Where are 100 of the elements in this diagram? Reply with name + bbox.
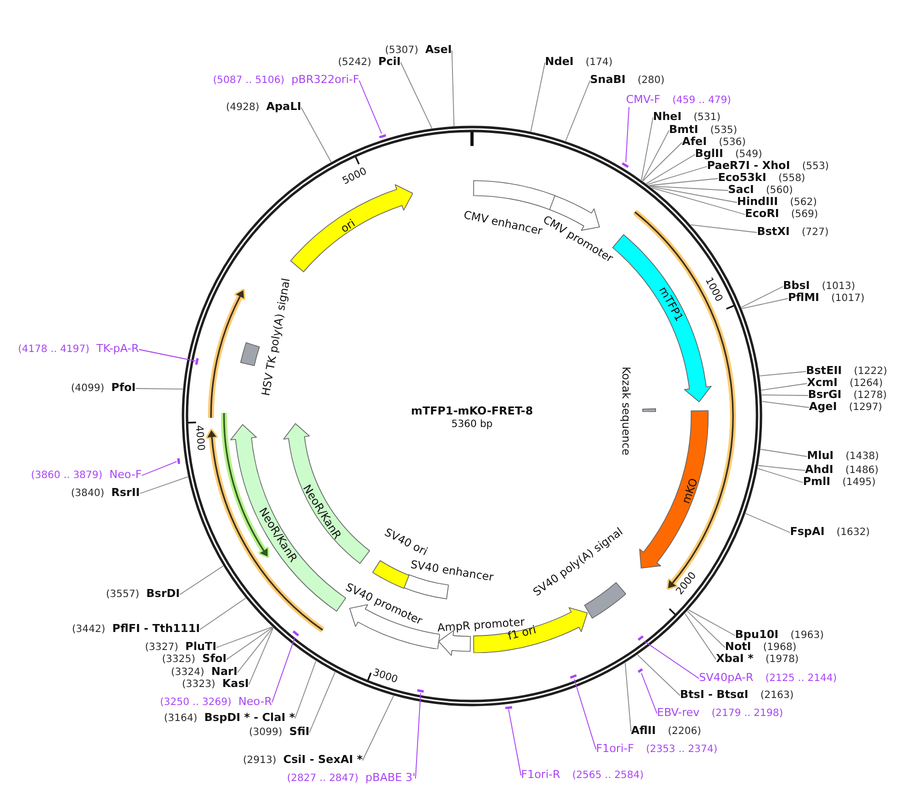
enzyme-name: NdeI [545,56,574,68]
plasmid-name: mTFP1-mKO-FRET-8 [411,404,533,418]
enzyme-name: NotI [725,641,752,653]
enzyme-name: AhdI [805,464,834,476]
primer-range: (3860 .. 3879) [31,470,102,482]
enzyme-name: PflMI [788,292,820,304]
leader-line [741,298,788,310]
leader-line [760,383,808,391]
site-position: (1968) [763,642,796,654]
enzyme-name: XbaI * [716,653,754,665]
site-position: (1963) [790,630,824,642]
enzyme-name: BsrGI [808,389,842,401]
primer-range: (2565 .. 2584) [572,770,644,782]
site-position: (4928) [226,102,260,114]
site-position: (562) [790,197,817,209]
primer-name: TK-pA-R [96,343,140,355]
enzyme-name: XcmI [807,377,838,389]
primer-name: F1ori-F [596,743,634,755]
enzyme-name: SnaBI [590,74,626,86]
leader-line [642,130,670,182]
feature-label: mKO [679,476,701,506]
enzyme-name: SfiI [289,726,310,738]
leader-line [226,626,274,660]
enzyme-name: HindIII [737,196,778,208]
leader-line [300,107,332,162]
leader-line [139,476,188,494]
enzyme-name: BspDI * - ClaI * [204,712,296,724]
leader-line [200,598,246,630]
primer-range: (459 .. 479) [672,95,732,107]
feature-label: Kozak sequence [620,366,632,456]
site-position: (536) [718,137,746,148]
site-position: (1013) [822,281,856,293]
leader-line [637,654,680,696]
leader-line [530,62,546,132]
leader-line [362,695,394,761]
enzyme-name: MluI [807,450,834,462]
site-position: (280) [638,75,665,87]
enzyme-name: BbsI [783,280,810,292]
leader-line [574,678,596,750]
leader-line [624,662,632,732]
site-position: (1297) [848,402,882,414]
leader-line [135,388,184,390]
feature-label: ori [338,216,358,236]
site-position: (3442) [72,624,106,636]
site-position: (1495) [842,477,876,489]
enzyme-name: BstXI [757,226,790,238]
primer-range: (2179 .. 2198) [712,708,783,720]
primer-name: SV40pA-R [699,672,754,684]
scale-label: 4000 [192,424,205,451]
primer-range: (3250 .. 3269) [160,697,232,709]
enzyme-name: AgeI [809,401,837,413]
enzyme-name: SacI [728,184,754,196]
enzyme-name: Eco53kI [718,172,766,184]
leader-line [757,468,804,483]
primer-range: (4178 .. 4197) [18,344,90,356]
site-position: (1278) [853,390,887,402]
site-position: (535) [710,125,738,137]
leader-line [690,224,758,233]
enzyme-name: ApaLI [266,101,302,113]
enzyme-name: CsiI - SexAI * [283,754,363,766]
leader-line [760,448,808,457]
enzyme-name: BglII [695,148,724,160]
site-position: (3327) [145,642,178,654]
enzyme-name: PflFI - Tth111I [112,623,200,635]
enzyme-name: PaeR7I - XhoI [707,160,790,172]
primer-range: (2125 .. 2144) [765,673,837,685]
site-position: (2163) [760,690,794,702]
site-position: (1017) [831,293,865,305]
leader-line [236,627,274,673]
site-position: (727) [802,227,829,239]
enzyme-name: Bpu10I [735,629,778,641]
leader-line [761,394,808,396]
leader-line [565,80,590,142]
leader-line [216,626,273,648]
plasmid-size: 5360 bp [451,420,493,430]
site-position: (4099) [71,383,104,395]
primer-name: Neo-R [238,696,272,708]
enzyme-name: PciI [378,56,401,68]
leader-line [643,640,700,679]
leader-line [294,660,316,719]
leader-line [684,613,716,660]
enzyme-name: BstEII [806,365,842,377]
leader-line [740,286,784,308]
enzyme-name: AseI [425,44,452,56]
primer-name: EBV-rev [657,707,700,719]
site-position: (1438) [846,451,879,463]
leader-line [646,166,708,185]
leader-line [646,154,696,184]
enzyme-name: AflII [631,725,656,737]
enzyme-name: NarI [211,666,238,678]
leader-line [508,708,522,776]
scale-label: 5000 [340,167,368,188]
leader-line [640,117,654,180]
primer-name: CMV-F [626,94,660,106]
leader-line [649,186,738,203]
site-position: (3840) [71,488,104,500]
enzyme-name: PmlI [803,476,830,488]
primer-name: pBABE 3' [365,772,416,784]
leader-line [179,566,224,595]
site-position: (3324) [171,667,204,679]
